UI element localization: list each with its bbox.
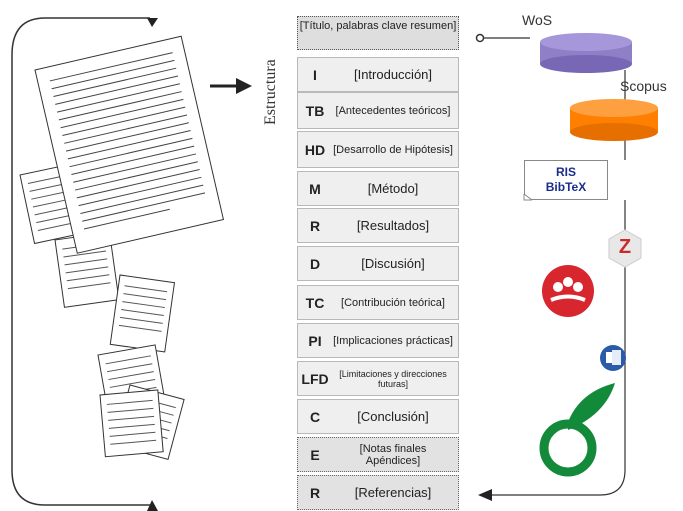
section-abbr: R xyxy=(309,484,321,501)
section-box-12: R [Referencias] xyxy=(297,475,459,510)
section-abbr: LFD xyxy=(301,370,329,387)
ris-label: RIS xyxy=(555,165,576,179)
section-label: [Notas finales Apéndices] xyxy=(359,442,427,467)
section-box-10: C [Conclusión] xyxy=(297,399,459,434)
title-keywords-abstract-box: [Título, palabras clave resumen] xyxy=(297,16,459,50)
overleaf-icon xyxy=(539,383,615,477)
loop-arrowhead-bottom xyxy=(147,500,158,511)
section-label: [Antecedentes teóricos] xyxy=(335,104,451,117)
section-abbr: M xyxy=(309,180,321,197)
section-box-3: HD [Desarrollo de Hipótesis] xyxy=(297,131,459,168)
section-label: [Resultados] xyxy=(356,217,430,233)
mendeley-icon xyxy=(542,265,594,317)
wos-database-icon xyxy=(540,33,632,73)
section-abbr: PI xyxy=(308,332,322,349)
section-box-4: M [Método] xyxy=(297,171,459,206)
section-abbr: C xyxy=(309,408,321,425)
section-abbr: R xyxy=(309,217,321,234)
section-box-9: LFD [Limitaciones y direcciones futuras] xyxy=(297,361,459,396)
section-abbr: D xyxy=(309,255,321,272)
section-abbr: HD xyxy=(304,141,326,158)
workflow-line xyxy=(480,37,626,496)
section-box-1: I [Introducción] xyxy=(297,57,459,92)
structure-arrowhead xyxy=(236,78,252,94)
section-label: [Conclusión] xyxy=(357,408,429,424)
section-label: [Limitaciones y direcciones futuras] xyxy=(339,368,447,389)
export-formats-box: RIS BibTeX xyxy=(524,160,608,200)
section-abbr: I xyxy=(313,66,317,83)
loop-arrowhead-top xyxy=(147,18,158,27)
workflow-start-dot xyxy=(475,33,485,43)
section-label: [Referencias] xyxy=(354,484,432,500)
scopus-database-icon xyxy=(570,99,658,141)
word-icon xyxy=(600,345,626,371)
section-box-5: R [Resultados] xyxy=(297,208,459,243)
section-abbr: E xyxy=(310,446,320,463)
section-label: [Método] xyxy=(367,180,419,196)
section-label: [Implicaciones prácticas] xyxy=(333,334,453,347)
section-label: [Introducción] xyxy=(353,66,433,82)
section-label: [Discusión] xyxy=(361,255,425,271)
section-box-11: E [Notas finales Apéndices] xyxy=(297,437,459,472)
document-stack-icon xyxy=(19,35,225,460)
bibtex-label: BibTeX xyxy=(545,180,587,194)
export-formats-tab xyxy=(523,194,532,201)
section-abbr: TB xyxy=(305,102,325,119)
section-box-2: TB [Antecedentes teóricos] xyxy=(297,92,459,129)
section-label: [Desarrollo de Hipótesis] xyxy=(333,143,453,156)
section-box-7: TC [Contribución teórica] xyxy=(297,285,459,320)
loop-arrow-left xyxy=(11,17,150,506)
wos-label: WoS xyxy=(522,12,553,28)
scopus-label: Scopus xyxy=(620,78,667,94)
zotero-icon xyxy=(608,229,642,268)
section-label: [Contribución teórica] xyxy=(341,296,445,309)
structure-label: Estructura xyxy=(262,59,279,125)
zotero-letter: Z xyxy=(618,236,632,258)
section-box-6: D [Discusión] xyxy=(297,246,459,281)
section-abbr: TC xyxy=(305,294,325,311)
workflow-arrowhead xyxy=(478,489,492,501)
section-box-8: PI [Implicaciones prácticas] xyxy=(297,323,459,358)
